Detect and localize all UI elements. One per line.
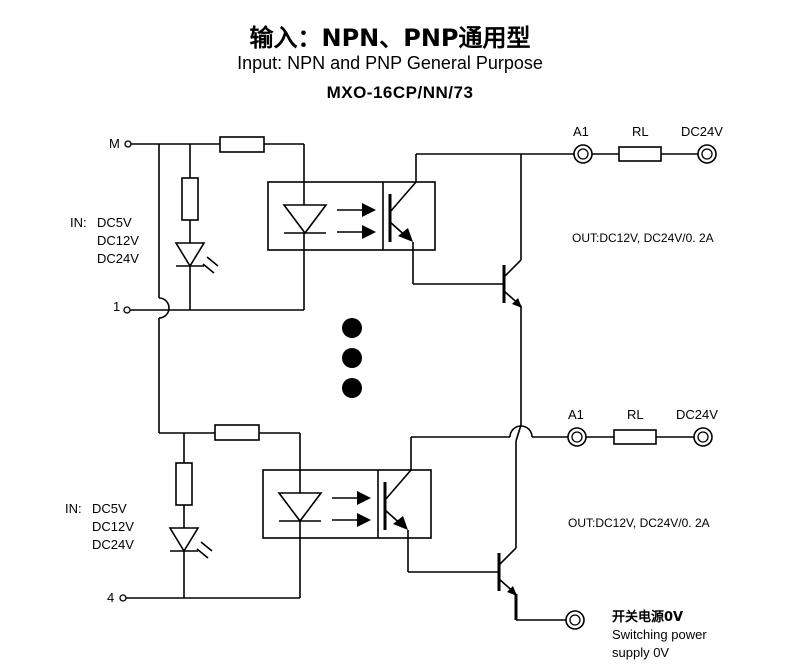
terminal-m: M <box>109 136 132 151</box>
indicator-led-icon <box>168 527 213 559</box>
output-transistor-icon <box>502 259 522 308</box>
title-cn: 输入：NPN、PNP通用型 <box>249 24 530 52</box>
input-spec-bottom-v2: DC12V <box>92 519 134 534</box>
terminal-4: 4 <box>107 590 127 605</box>
resistor-icon <box>214 424 260 441</box>
ground-label-en-1: Switching power <box>612 627 707 642</box>
output-bottom-rl: RL <box>627 407 644 422</box>
model-number: MXO-16CP/NN/73 <box>327 83 474 102</box>
terminal-4-node <box>119 594 127 602</box>
output-top-a1: A1 <box>573 124 589 139</box>
input-spec-top-v3: DC24V <box>97 251 139 266</box>
output-bottom-spec: OUT:DC12V, DC24V/0. 2A <box>568 516 710 530</box>
ground-terminal: 开关电源0V Switching power supply 0V <box>565 609 707 660</box>
output-bottom-a1: A1 <box>568 407 584 422</box>
output-bottom: A1 RL DC24V OUT:DC12V, DC24V/0. 2A <box>567 407 718 530</box>
terminal-1-node <box>123 306 131 314</box>
output-top-rl: RL <box>632 124 649 139</box>
output-top-spec: OUT:DC12V, DC24V/0. 2A <box>572 231 714 245</box>
load-resistor-icon <box>613 429 657 445</box>
ground-label-en-2: supply 0V <box>612 645 669 660</box>
input-spec-top-prefix: IN: <box>70 215 87 230</box>
ground-label-cn: 开关电源0V <box>612 609 683 625</box>
input-spec-top-v2: DC12V <box>97 233 139 248</box>
input-spec-bottom-v1: DC5V <box>92 501 127 516</box>
terminal-1: 1 <box>113 299 131 314</box>
output-bottom-supply: DC24V <box>676 407 718 422</box>
input-channel-bottom <box>126 424 568 621</box>
load-resistor-icon <box>618 146 662 162</box>
indicator-led-icon <box>174 242 219 274</box>
output-transistor-icon <box>497 547 517 596</box>
output-top: A1 RL DC24V OUT:DC12V, DC24V/0. 2A <box>572 124 723 245</box>
optocoupler-icon <box>262 469 432 539</box>
output-top-supply: DC24V <box>681 124 723 139</box>
title-en: Input: NPN and PNP General Purpose <box>237 53 543 73</box>
terminal-4-label: 4 <box>107 590 114 605</box>
continuation-dots <box>342 318 362 398</box>
input-spec-bottom: IN: DC5V DC12V DC24V <box>65 501 134 552</box>
resistor-icon <box>181 177 199 221</box>
resistor-icon <box>175 462 193 506</box>
input-spec-bottom-v3: DC24V <box>92 537 134 552</box>
resistor-icon <box>219 136 265 153</box>
input-spec-top-v1: DC5V <box>97 215 132 230</box>
terminal-1-label: 1 <box>113 299 120 314</box>
input-channel-top <box>130 136 574 425</box>
optocoupler-icon <box>267 181 436 251</box>
input-spec-bottom-prefix: IN: <box>65 501 82 516</box>
input-spec-top: IN: DC5V DC12V DC24V <box>70 215 139 266</box>
terminal-m-node <box>124 140 132 148</box>
terminal-m-label: M <box>109 136 120 151</box>
